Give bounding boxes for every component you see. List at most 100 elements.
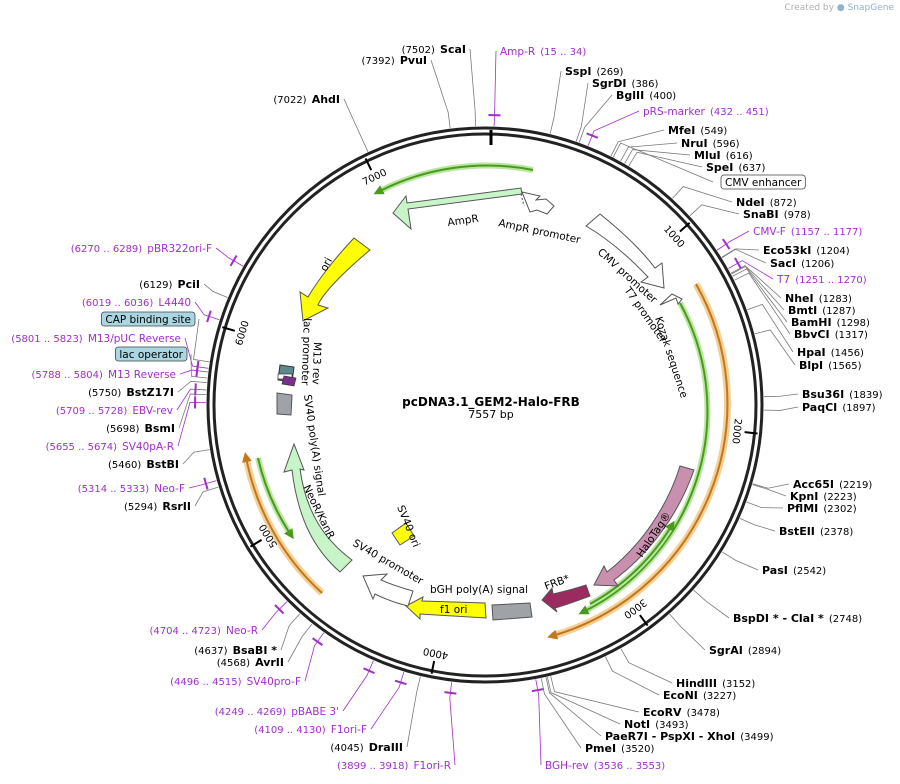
branding-prefix: Created by — [784, 3, 834, 13]
feature-label-f1-ori: f1 ori — [440, 604, 467, 616]
backbone-outer-strand — [206, 126, 764, 684]
enzyme-rsrii: (5294) RsrII — [124, 495, 191, 514]
enzyme-mlui: MluI (616) — [694, 144, 753, 163]
primer-mark-prs-marker — [586, 132, 599, 139]
snapgene-branding: Created by ● SnapGene — [784, 3, 894, 13]
bp-ticks — [222, 157, 758, 674]
enzyme-mfei: MfeI (549) — [668, 119, 727, 138]
plasmid-length: 7557 bp — [468, 408, 513, 421]
tick-4000 — [430, 660, 436, 674]
enzyme-sgrai: SgrAI (2894) — [709, 639, 781, 658]
enzyme-bsu36i: Bsu36I (1839) — [802, 383, 883, 402]
enzyme-acc65i: Acc65I (2219) — [793, 473, 872, 492]
enzyme-bsteii: BstEII (2378) — [779, 520, 853, 539]
enzyme-pcii: (6129) PciI — [139, 273, 200, 292]
enzyme-bsmi: (5698) BsmI — [106, 417, 175, 436]
tick-1000 — [679, 222, 691, 233]
enzyme-ahdi: (7022) AhdI — [273, 88, 340, 107]
enzyme-ecorv: EcoRV (3478) — [643, 701, 720, 720]
boxed-label-cap-site: CAP binding site — [100, 311, 196, 327]
primer-mark-m13puc-reverse — [195, 360, 200, 373]
primer-ampr-primer: Amp-R (15 .. 34) — [500, 40, 586, 59]
tick-3000 — [639, 614, 649, 627]
enzyme-bmti: BmtI (1287) — [788, 299, 856, 318]
feature-cmv-promoter — [585, 213, 665, 289]
primer-neo-r: (4704 .. 4723) Neo-R — [149, 619, 258, 638]
primer-mark-pbr322ori-f — [229, 254, 238, 267]
feature-label-kozak: Kozak sequence — [652, 315, 690, 399]
primer-pbabe3: (4249 .. 4269) pBABE 3' — [215, 700, 339, 719]
primer-mark-ebv-rev — [194, 383, 197, 396]
feature-bgh-polya — [491, 602, 533, 621]
enzyme-kpni: KpnI (2223) — [790, 485, 857, 504]
feature-label-ori: ori — [318, 256, 335, 274]
enzyme-sgrdi: SgrDI (386) — [592, 72, 659, 91]
boxed-label-lac-operator: lac operator — [114, 346, 188, 362]
plasmid-name: pcDNA3.1_GEM2-Halo-FRB — [402, 395, 580, 410]
feature-ampr-promoter — [521, 191, 555, 215]
primer-sv40pa-r: (5655 .. 5674) SV40pA-R — [46, 435, 174, 454]
feature-label-lac-promoter: lac promoter — [299, 318, 313, 386]
feature-t7-promoter — [659, 293, 683, 306]
features — [276, 187, 695, 621]
enzyme-pvui: (7392) PvuI — [361, 49, 427, 68]
primer-f1ori-f: (4109 .. 4130) F1ori-F — [254, 718, 367, 737]
primer-cmv-f: CMV-F (1157 .. 1177) — [753, 220, 862, 239]
enzyme-bspdi: BspDI * - ClaI * (2748) — [733, 607, 862, 626]
enzyme-nrui: NruI (596) — [681, 132, 740, 151]
enzyme-pflmi: PflMI (2302) — [787, 497, 857, 516]
enzyme-pae: PaeR7I - PspXI - XhoI (3499) — [605, 725, 774, 744]
feature-label-ampr: AmpR — [447, 213, 480, 229]
feature-frb — [541, 584, 591, 613]
primer-m13-reverse: (5788 .. 5804) M13 Reverse — [32, 363, 176, 382]
feature-label-bgh-polya: bGH poly(A) signal — [430, 584, 528, 596]
primer-mark-bgh-rev — [531, 688, 544, 693]
enzyme-bstbi: (5460) BstBI — [108, 453, 179, 472]
feature-f1-ori — [405, 596, 487, 621]
svg-text:lac operator: lac operator — [119, 349, 183, 361]
tick-2000 — [744, 431, 758, 435]
primer-mark-cmv-f — [721, 238, 731, 250]
primer-mark-l4440 — [206, 310, 212, 323]
enzyme-nhei: NheI (1283) — [785, 287, 852, 306]
primer-l4440: (6019 .. 6036) L4440 — [82, 291, 191, 310]
primer-mark-f1ori-r — [444, 691, 457, 695]
feature-ori — [299, 237, 371, 322]
primer-neo-f: (5314 .. 5333) Neo-F — [78, 477, 185, 496]
primer-pbr322ori-f: (6270 .. 6289) pBR322ori-F — [71, 237, 212, 256]
enzyme-scai: (7502) ScaI — [402, 38, 466, 57]
primer-mark-neo-r — [274, 604, 285, 615]
svg-text:CAP binding site: CAP binding site — [105, 314, 191, 326]
enzyme-spei: SpeI (637) — [706, 156, 765, 175]
enzyme-eco53ki: Eco53kI (1204) — [763, 239, 850, 258]
enzyme-bsabi: (4637) BsaBI * — [194, 639, 277, 658]
label-leader-lines — [176, 48, 799, 766]
tick-6000 — [222, 326, 236, 332]
feature-label-frb: FRB* — [543, 573, 571, 593]
primer-bgh-rev: BGH-rev (3536 .. 3553) — [545, 754, 665, 773]
primer-mark-t7 — [734, 257, 742, 269]
enzyme-pasi: PasI (2542) — [762, 559, 826, 578]
primer-ebv-rev: (5709 .. 5728) EBV-rev — [56, 399, 173, 418]
feature-ampr — [392, 187, 523, 231]
enzyme-pmei: PmeI (3520) — [585, 737, 655, 756]
feature-label-sv40-polya: SV40 poly(A) signal — [301, 394, 327, 497]
enzyme-saci: SacI (1206) — [770, 252, 834, 271]
enzyme-noti: NotI (3493) — [624, 713, 689, 732]
snapgene-logo-icon: ● — [836, 3, 845, 13]
primer-mark-f1ori-f — [394, 679, 407, 686]
tick-7000 — [364, 157, 373, 171]
primer-labels: Amp-R (15 .. 34) pRS-marker (432 .. 451) C… — [11, 40, 866, 773]
enzyme-bstz17i: (5750) BstZ17I — [88, 381, 174, 400]
enzyme-snabi: SnaBI (978) — [743, 203, 811, 222]
enzyme-hindiii: HindIII (3152) — [676, 672, 755, 691]
feature-sv40-ori — [391, 522, 415, 546]
primer-prs-marker: pRS-marker (432 .. 451) — [643, 100, 769, 119]
site-marks — [194, 114, 742, 695]
enzyme-econi: EcoNI (3227) — [663, 684, 736, 703]
tick-label-6000: 6000 — [234, 319, 252, 347]
enzyme-blpi: BlpI (1565) — [799, 354, 862, 373]
tick-label-4000: 4000 — [422, 645, 449, 661]
